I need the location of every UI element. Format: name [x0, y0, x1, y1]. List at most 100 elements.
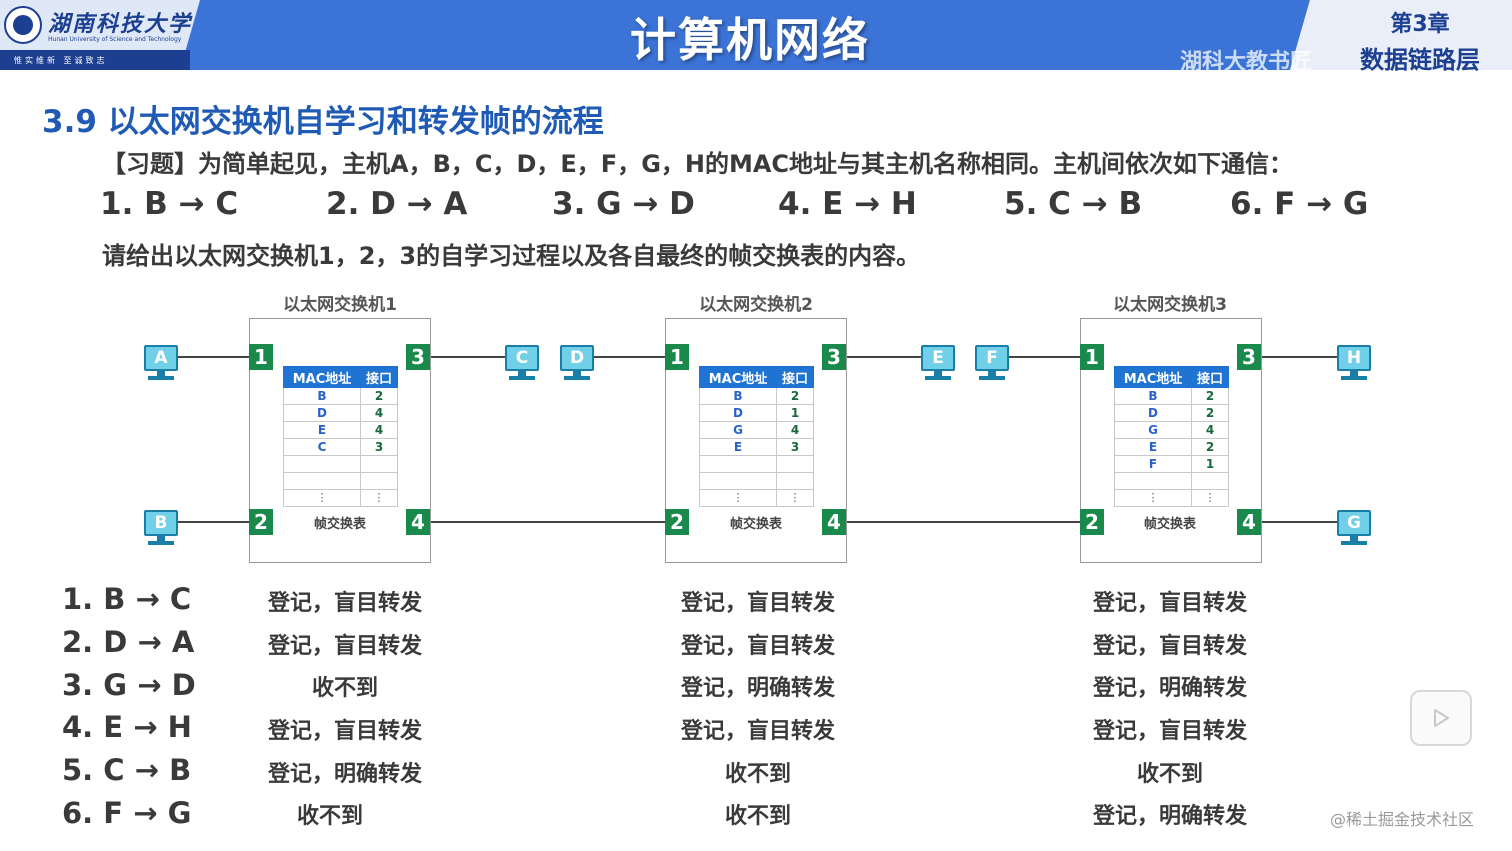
- link-sw1-c: [430, 356, 506, 358]
- link-a-sw1: [176, 356, 250, 358]
- switch1-result: 收不到: [296, 804, 363, 829]
- switch1-port-2: 2: [249, 509, 273, 535]
- switch2-table-caption: 帧交换表: [729, 517, 782, 532]
- switch1-port-1: 1: [249, 344, 273, 370]
- mac-cell: B: [1114, 387, 1192, 405]
- interface-cell: 2: [360, 387, 398, 405]
- result-label: 6. F → G: [62, 796, 192, 830]
- switch1-port-4: 4: [406, 509, 430, 535]
- ellipsis: ⋮: [776, 489, 814, 507]
- switch3-table-caption: 帧交换表: [1143, 517, 1196, 532]
- interface-cell: 4: [360, 421, 398, 439]
- monitor-icon: E: [921, 345, 955, 371]
- interface-cell: 3: [360, 438, 398, 456]
- sequence-item: 3. G → D: [552, 186, 695, 222]
- result-label: 2. D → A: [62, 625, 195, 659]
- sequence-item: 5. C → B: [1004, 186, 1143, 222]
- monitor-icon: D: [560, 345, 594, 371]
- switch3-label: 以太网交换机3: [1113, 295, 1227, 315]
- mac-cell: B: [283, 387, 361, 405]
- link-sw2-sw3: [846, 521, 1080, 523]
- switch1-result: 登记，明确转发: [267, 762, 422, 787]
- mac-cell: E: [699, 438, 777, 456]
- sequence-item: 1. B → C: [100, 186, 239, 222]
- switch3-port-2: 2: [1080, 509, 1104, 535]
- host-f: F: [975, 345, 1009, 383]
- mac-cell: [283, 472, 361, 490]
- interface-header: 接口: [776, 366, 814, 388]
- mac-cell: D: [699, 404, 777, 422]
- interface-cell: [776, 472, 814, 490]
- result-label: 4. E → H: [62, 710, 192, 744]
- interface-header: 接口: [1191, 366, 1229, 388]
- switch1-port-3: 3: [406, 344, 430, 370]
- university-name-en: Hunan University of Science and Technolo…: [48, 36, 182, 43]
- switch3-port-3: 3: [1237, 344, 1261, 370]
- table-row: [699, 455, 814, 473]
- host-d: D: [560, 345, 594, 383]
- course-title: 计算机网络: [630, 13, 870, 67]
- monitor-icon: G: [1337, 510, 1371, 536]
- watermark-author: 湖科大教书匠: [1180, 50, 1313, 75]
- ellipsis: ⋮: [1191, 489, 1229, 507]
- interface-cell: 4: [1191, 421, 1229, 439]
- mac-header: MAC地址: [699, 366, 777, 388]
- monitor-icon: A: [144, 345, 178, 371]
- question-text: 请给出以太网交换机1，2，3的自学习过程以及各自最终的帧交换表的内容。: [102, 242, 921, 270]
- table-row-ellipsis: ⋮⋮: [1114, 489, 1229, 507]
- interface-cell: [776, 455, 814, 473]
- switch1-result: 登记，盲目转发: [267, 591, 422, 616]
- interface-cell: [360, 472, 398, 490]
- switch3-result: 登记，明确转发: [1092, 676, 1247, 701]
- host-a: A: [144, 345, 178, 383]
- interface-cell: [360, 455, 398, 473]
- sequence-item: 4. E → H: [778, 186, 917, 222]
- switch2-port-4: 4: [822, 509, 846, 535]
- switch1-result: 登记，盲目转发: [267, 719, 422, 744]
- interface-cell: 2: [776, 387, 814, 405]
- switch2-label: 以太网交换机2: [699, 295, 813, 315]
- result-label: 3. G → D: [62, 668, 196, 702]
- result-label: 1. B → C: [62, 582, 192, 616]
- play-button[interactable]: [1410, 690, 1472, 746]
- table-row: [283, 455, 398, 473]
- interface-cell: 2: [1191, 438, 1229, 456]
- monitor-icon: H: [1337, 345, 1371, 371]
- link-sw3-h: [1260, 356, 1338, 358]
- link-sw2-e: [846, 356, 922, 358]
- chapter-name: 数据链路层: [1360, 46, 1480, 74]
- sequence-item: 2. D → A: [326, 186, 468, 222]
- mac-cell: [699, 472, 777, 490]
- switch2-port-2: 2: [665, 509, 689, 535]
- interface-cell: 1: [776, 404, 814, 422]
- switch3-result: 登记，明确转发: [1092, 804, 1247, 829]
- interface-header: 接口: [360, 366, 398, 388]
- switch2-result: 收不到: [724, 804, 791, 829]
- interface-cell: 1: [1191, 455, 1229, 473]
- sequence-item: 6. F → G: [1230, 186, 1369, 222]
- switch2-result: 登记，盲目转发: [680, 591, 835, 616]
- header-background: [0, 0, 1512, 70]
- table-row: [283, 472, 398, 490]
- switch3-result: 登记，盲目转发: [1092, 634, 1247, 659]
- switch3-port-1: 1: [1080, 344, 1104, 370]
- link-sw3-g: [1260, 521, 1338, 523]
- host-c: C: [505, 345, 539, 383]
- switch2-result: 登记，明确转发: [680, 676, 835, 701]
- switch3-result: 登记，盲目转发: [1092, 719, 1247, 744]
- interface-cell: 2: [1191, 387, 1229, 405]
- table-row-ellipsis: ⋮⋮: [699, 489, 814, 507]
- switch2-port-3: 3: [822, 344, 846, 370]
- mac-cell: D: [283, 404, 361, 422]
- mac-header: MAC地址: [1114, 366, 1192, 388]
